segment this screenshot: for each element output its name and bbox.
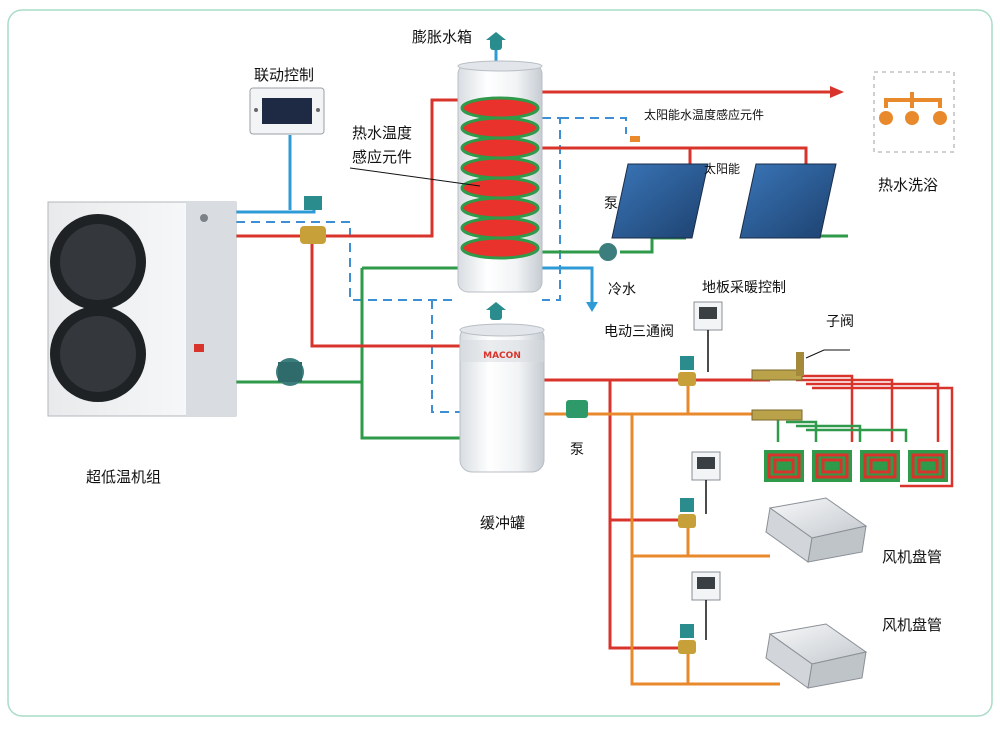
ceiling-cassette-icon [765,497,868,689]
shower-heads-icon [873,71,955,153]
hot-water-arrow [830,86,844,98]
motorized-valve-icon [300,196,696,654]
label-solar-sensor: 太阳能水温度感应元件 [644,108,765,122]
diagram-frame [7,9,993,717]
label-hot-water-bath: 热水洗浴 [878,176,939,194]
expansion-tank-icon [486,32,506,50]
floor-loops [776,374,954,488]
cold-water-arrow [586,302,598,312]
tank-brand: MACON [483,351,521,361]
solar-panel-icon [611,136,837,239]
label-heat-pump-unit: 超低温机组 [86,468,162,486]
heating-coil-icon [460,96,540,260]
floor-heating-pads [764,450,948,482]
label-pump-top: 泵 [604,196,618,212]
hot-supply-lines [236,90,830,650]
label-pump-bottom: 泵 [570,442,584,458]
label-fan-coil-1: 风机盘管 [882,548,943,566]
label-three-way-valve: 电动三通阀 [604,324,674,340]
thermostat-panel-icon [249,87,325,135]
label-linkage-control: 联动控制 [254,66,315,84]
outdoor-unit-icon [47,201,237,417]
circulation-pump-icon [276,243,617,418]
orange-return-lines [542,380,780,686]
label-cold-water: 冷水 [608,282,636,298]
sensor-leader-line [349,167,481,187]
label-sub-valve: 子阀 [826,314,854,330]
label-buffer-tank: 缓冲罐 [480,514,526,532]
sensor-signal-lines [236,117,627,413]
zone-controller-icons [691,301,723,640]
label-hot-water-sensor-1: 热水温度 [352,124,413,142]
label-fan-coil-2: 风机盘管 [882,616,943,634]
buffer-tank-icon [459,302,545,473]
label-solar: 太阳能 [704,162,741,176]
sub-valve-leader [805,349,850,359]
label-floor-heating-control: 地板采暖控制 [702,280,786,296]
label-hot-water-sensor-2: 感应元件 [352,148,413,166]
floor-manifold [751,352,804,421]
label-expansion-tank: 膨胀水箱 [412,28,473,46]
